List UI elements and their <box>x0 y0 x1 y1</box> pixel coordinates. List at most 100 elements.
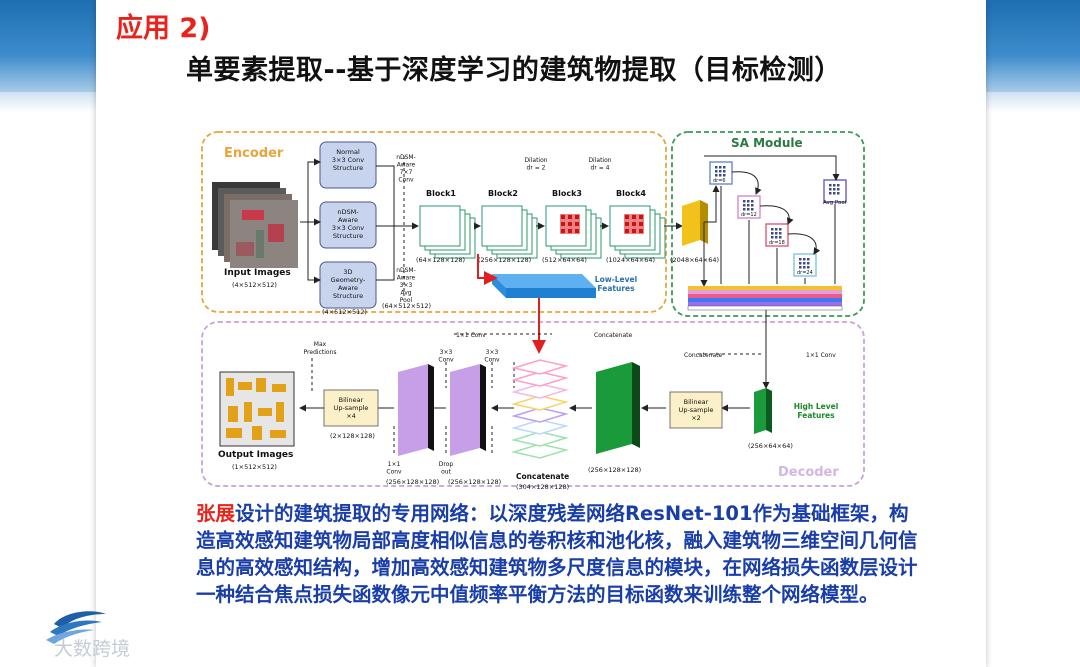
conv11-right-label: 1×1 Conv <box>806 352 836 359</box>
concat-layer-8 <box>511 443 569 459</box>
branch3-dims: (4×512×512) <box>322 308 367 316</box>
high-level-block <box>754 388 772 434</box>
concat-layer-1 <box>511 359 569 375</box>
input-label: Input Images <box>224 268 291 278</box>
branch3-line-0: 3D <box>343 268 352 276</box>
branch2-line-3: Structure <box>333 232 363 240</box>
block-label-3: Block3 <box>552 189 582 198</box>
network-diagram: Encoder SA Module Decoder Input Images (… <box>201 131 865 491</box>
max-pred-line-0: Max <box>314 341 327 348</box>
concat-dims: (304×128×128) <box>516 483 569 491</box>
block-label-4: Block4 <box>616 189 646 198</box>
logo-text: 大数跨境 <box>54 638 131 660</box>
purple-dims-2: (256×128×128) <box>448 478 501 486</box>
high-level-line-0: High Level <box>794 402 839 411</box>
low-level-line-1: Features <box>597 284 635 293</box>
branch3-line-3: Structure <box>333 292 363 300</box>
sa-dr-block-4: dr=24 <box>793 253 817 277</box>
encoder-box <box>201 131 667 313</box>
sa-in-dims: (2048×64×64) <box>670 256 719 264</box>
dilation4-line-1: dr = 4 <box>591 165 610 172</box>
green-block <box>596 362 640 454</box>
input-dims: (4×512×512) <box>232 281 277 289</box>
block-dims-2: (256×128×128) <box>478 256 531 264</box>
purple-block-2 <box>398 364 434 456</box>
concat-bottom-label: Concatenate <box>516 472 569 481</box>
dilation4-line-0: Dilation <box>588 157 611 164</box>
block2 <box>481 205 538 259</box>
ndsm33pool-line-0: nDSM- <box>396 267 416 274</box>
concat-layer-2 <box>511 371 569 387</box>
bilinear4-line-2: ×4 <box>346 412 356 420</box>
ndsm33pool-line-3: Avg <box>400 290 411 297</box>
dr-label-1: dr=6 <box>713 178 726 184</box>
dropout-line-0: Drop <box>439 461 454 468</box>
bilinear4-line-0: Bilinear <box>339 396 364 404</box>
red-arrow <box>477 254 498 285</box>
concat-layer-5 <box>511 407 569 423</box>
max-pred-line-1: Predictions <box>304 349 337 356</box>
decoder-box <box>201 321 865 487</box>
output-dims: (1×512×512) <box>232 463 277 471</box>
block-label-1: Block1 <box>426 189 456 198</box>
dr-label-4: dr=24 <box>797 270 813 276</box>
block-dims-4: (1024×64×64) <box>606 256 655 264</box>
conv11-b-line-1: Conv <box>386 469 402 476</box>
ndsm33pool-line-2: 3×3 <box>400 282 413 289</box>
dilation2-line-1: dr = 2 <box>527 165 546 172</box>
branch2-line-0: nDSM- <box>337 208 359 216</box>
ndsm77-line-3: Conv <box>398 177 414 184</box>
input-images <box>212 182 298 268</box>
ndsm77-line-1: Aware <box>397 162 416 169</box>
decoder-dashed-lines <box>311 333 762 456</box>
branch1-line-1: 3×3 Conv <box>332 156 364 164</box>
sa-dr-block-3: dr=18 <box>765 223 789 247</box>
low-level-features-slab <box>492 274 596 298</box>
bilinear4-line-1: Up-sample <box>334 404 369 412</box>
green-dims: (256×128×128) <box>588 466 641 474</box>
branch2-line-2: 3×3 Conv <box>332 224 364 232</box>
encoder-label: Encoder <box>224 146 284 161</box>
branch1-line-0: Normal <box>336 148 360 156</box>
conv33-a-line-1: Conv <box>438 357 454 364</box>
branch2-line-1: Aware <box>338 216 358 224</box>
branch1-line-2: Structure <box>333 164 363 172</box>
branch3-line-1: Geometry- <box>331 276 366 284</box>
ndsm33pool-line-1: Aware <box>397 275 416 282</box>
sa-module-label: SA Module <box>731 136 803 150</box>
output-image <box>219 371 295 447</box>
concat-layer-6 <box>511 419 569 435</box>
dr-label-2: dr=12 <box>741 212 757 218</box>
concat-top-label: Concatenate <box>594 332 633 339</box>
dropout-line-1: out <box>441 469 451 476</box>
ndsm77-line-0: nDSM- <box>396 154 416 161</box>
avg-pool-label: Avg Pool <box>823 200 847 206</box>
block1 <box>419 205 476 259</box>
sa-module-box <box>671 131 865 317</box>
author-name: 张展 <box>196 502 236 525</box>
branch3-line-2: Aware <box>338 284 358 292</box>
block-dims-1: (64×128×128) <box>416 256 465 264</box>
logo-mark <box>46 611 106 644</box>
description-body: 设计的建筑提取的专用网络：以深度残差网络ResNet-101作为基础框架，构造高… <box>196 502 918 606</box>
concat-layer-7 <box>511 431 569 447</box>
sa-stacked-bars <box>687 286 843 311</box>
ndsm77-line-2: 7×7 <box>400 169 413 176</box>
concat-right-label: Concatenate <box>684 352 723 359</box>
branch3-box <box>319 261 377 309</box>
slide-heading: 应用 2) <box>116 13 211 44</box>
input-connectors <box>300 158 419 284</box>
sa-avgpool-block <box>823 179 847 203</box>
sa-dr-block-1: dr=6 <box>709 161 733 185</box>
concat-layer-4 <box>511 395 569 411</box>
bilinear2-line-0: Bilinear <box>684 398 709 406</box>
purple-dims-1: (256×128×128) <box>386 478 439 486</box>
bilinear4-dims: (2×128×128) <box>330 432 375 440</box>
slide-title: 单要素提取--基于深度学习的建筑物提取（目标检测） <box>186 55 842 86</box>
block-dims-3: (512×64×64) <box>542 256 587 264</box>
dr-label-3: dr=18 <box>769 240 785 246</box>
bilinear2-line-2: ×2 <box>691 414 701 422</box>
low-level-line-0: Low-Level <box>595 275 637 284</box>
output-label: Output Images <box>218 450 293 460</box>
conv33-a-line-0: 3×3 <box>440 349 453 356</box>
